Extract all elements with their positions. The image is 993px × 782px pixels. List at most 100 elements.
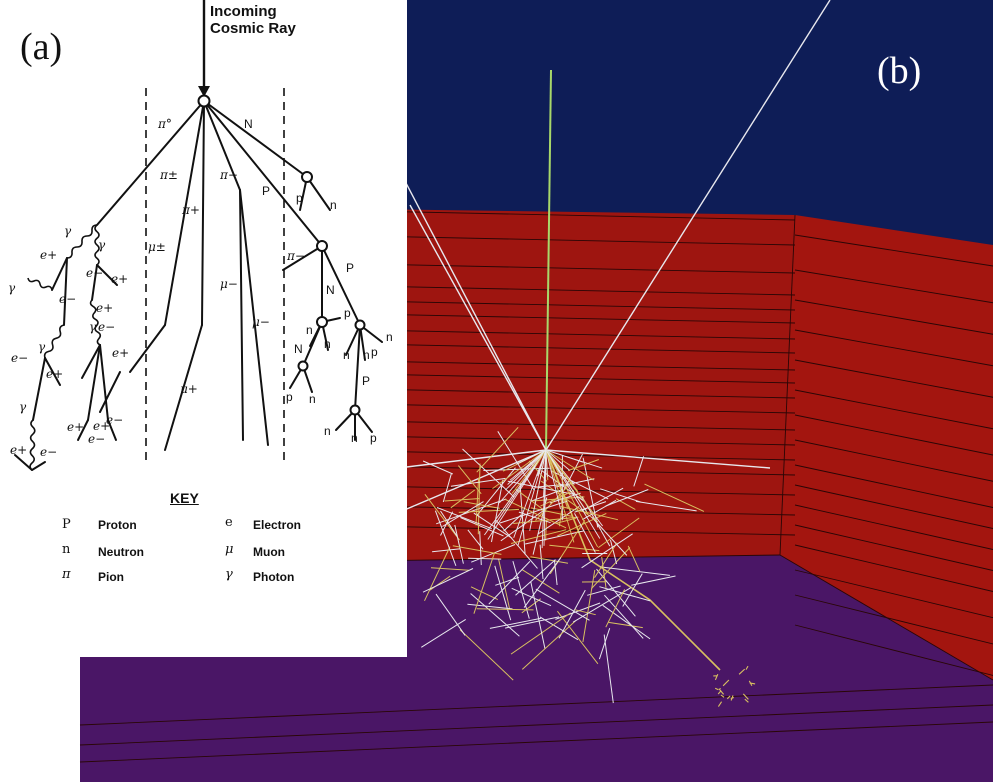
shower-track-segment bbox=[574, 513, 596, 553]
secondary-cluster-track bbox=[718, 688, 725, 695]
shower-track-segment bbox=[555, 602, 601, 620]
shower-ray bbox=[535, 449, 547, 467]
shower-track-segment bbox=[523, 557, 562, 608]
pi-minus-2-track bbox=[282, 245, 323, 271]
particle-label-pi-minus-1: π− bbox=[220, 168, 238, 182]
e-minus-track-4 bbox=[91, 264, 98, 301]
shower-track-segment bbox=[476, 608, 534, 611]
particle-label-neutron-1: n bbox=[330, 198, 337, 212]
floor-grid-line bbox=[79, 684, 993, 726]
shower-track-segment bbox=[450, 489, 475, 509]
shower-ray bbox=[509, 449, 547, 481]
long-secondary-track bbox=[401, 449, 547, 512]
particle-label-e-minus-1: e− bbox=[59, 292, 77, 306]
particle-label-mu-minus-2: μ− bbox=[252, 315, 270, 329]
shower-track-segment bbox=[610, 539, 618, 565]
side-wall-layer-line bbox=[794, 389, 993, 430]
shower-track-segment bbox=[553, 559, 558, 586]
e-minus-track-5 bbox=[99, 344, 109, 421]
mu-minus-track bbox=[239, 189, 269, 446]
secondary-cluster-track bbox=[749, 682, 756, 685]
shower-track-segment bbox=[550, 470, 609, 500]
shower-ray bbox=[545, 449, 569, 510]
proton-7-track bbox=[354, 324, 361, 411]
particle-label-gamma-3: γ bbox=[8, 281, 16, 295]
particle-label-e-plus-2: e+ bbox=[111, 272, 129, 286]
shower-ray bbox=[545, 449, 575, 543]
shower-track-segment bbox=[622, 573, 643, 607]
secondary-cluster-track bbox=[744, 698, 749, 703]
secondary-cluster-track bbox=[717, 690, 722, 695]
side-wall-layer-line bbox=[794, 269, 993, 304]
mu-plus-track bbox=[164, 324, 203, 451]
shower-track-segment bbox=[434, 510, 457, 566]
side-wall-layer-line bbox=[794, 234, 993, 267]
shower-track-segment bbox=[631, 575, 676, 586]
particle-label-e-plus-3: e+ bbox=[96, 301, 114, 315]
e-plus-track-5 bbox=[81, 344, 101, 379]
particle-tracks bbox=[299, 0, 831, 707]
particle-label-e-minus-6: e− bbox=[88, 432, 106, 446]
key-row-1-left-symbol: P bbox=[62, 517, 71, 532]
e-minus-track-7 bbox=[107, 419, 117, 441]
shower-track-segment bbox=[535, 480, 574, 521]
particle-label-nucleon-1: N bbox=[244, 117, 253, 131]
shower-track-segment bbox=[521, 569, 560, 594]
shower-track-segment bbox=[518, 511, 551, 524]
particle-label-neutron-7: n bbox=[386, 330, 393, 344]
shower-track-segment bbox=[545, 519, 547, 541]
shower-ray bbox=[545, 449, 587, 512]
key-row-1-right-name: Electron bbox=[253, 518, 302, 532]
shower-track-segment bbox=[498, 558, 511, 609]
shower-track-segment bbox=[430, 567, 470, 571]
key-row-3-right-name: Photon bbox=[253, 570, 295, 584]
particle-label-pi-pm-1: π± bbox=[160, 168, 178, 182]
side-wall-layer-line bbox=[794, 299, 993, 335]
panel-label-a: (a) bbox=[20, 26, 63, 68]
particle-label-e-plus-mid: e+ bbox=[112, 346, 130, 360]
shower-track-segment bbox=[436, 507, 492, 530]
shower-track-segment bbox=[558, 589, 586, 639]
secondary-cluster-track bbox=[726, 695, 731, 700]
shower-track-segment bbox=[644, 483, 705, 512]
shower-track-segment bbox=[489, 617, 542, 629]
shower-track-segment bbox=[557, 610, 599, 665]
neutron-5-track bbox=[359, 324, 366, 361]
shower-track-segment bbox=[530, 507, 572, 517]
shower-track-segment bbox=[504, 616, 560, 629]
particle-label-nucleon-2: N bbox=[326, 283, 335, 297]
particle-label-e-plus-1: e+ bbox=[40, 248, 58, 262]
shower-ray bbox=[511, 449, 547, 494]
shower-track-segment bbox=[463, 501, 500, 509]
shower-track-segment bbox=[519, 483, 526, 555]
shower-track-segment bbox=[603, 634, 614, 704]
shower-track-segment bbox=[635, 500, 697, 512]
shower-ray bbox=[545, 449, 594, 481]
key-row-1-left-name: Proton bbox=[98, 518, 137, 532]
shower-track-segment bbox=[473, 512, 513, 539]
proton-track bbox=[203, 100, 323, 247]
interaction-vertex bbox=[197, 94, 211, 108]
photon-wave-5 bbox=[29, 419, 36, 471]
e-plus-track-7 bbox=[77, 419, 89, 441]
shower-track-segment bbox=[479, 531, 482, 566]
panel-label-b: (b) bbox=[877, 50, 922, 92]
secondary-cluster-track bbox=[717, 701, 723, 707]
shower-track-segment bbox=[574, 609, 596, 616]
particle-label-proton-1: P bbox=[262, 184, 271, 198]
shower-track-segment bbox=[470, 586, 499, 601]
floor-side-edge bbox=[779, 554, 993, 681]
shower-track-segment bbox=[600, 488, 642, 503]
shower-ray bbox=[529, 449, 547, 531]
proton-3-track bbox=[321, 245, 361, 326]
e-plus-track-1 bbox=[51, 257, 68, 291]
shower-track-segment bbox=[460, 517, 504, 537]
shower-track-segment bbox=[422, 568, 474, 593]
shower-ray bbox=[545, 449, 571, 471]
key-row-2-left-name: Neutron bbox=[98, 545, 144, 559]
particle-label-proton-3: P bbox=[346, 261, 355, 275]
shower-track-segment bbox=[510, 612, 571, 655]
particle-label-mu-pm: μ± bbox=[148, 240, 166, 254]
interaction-vertex bbox=[316, 240, 328, 252]
